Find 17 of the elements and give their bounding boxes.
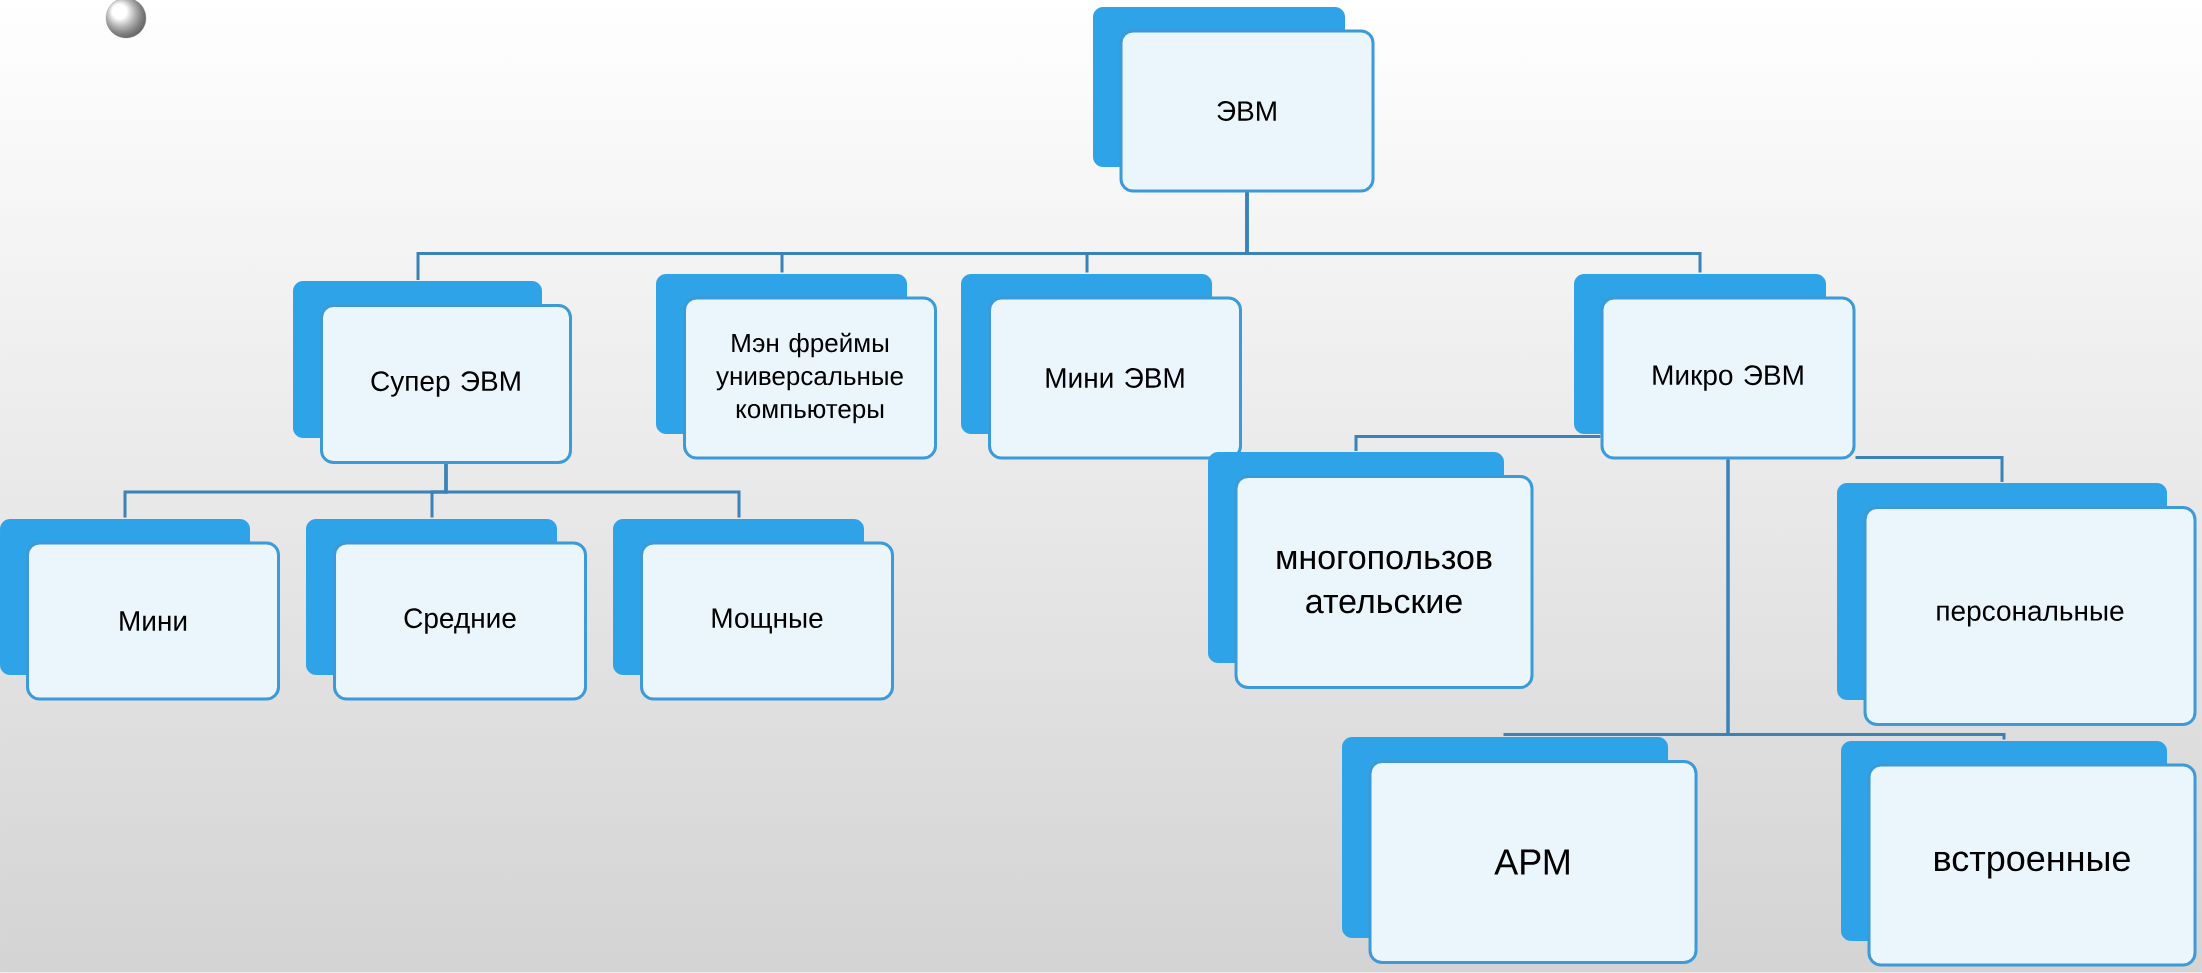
org-box: Мини [0,519,280,701]
org-box: Мэн фреймы универсальные компьютеры [656,274,937,460]
connector [1726,459,2006,740]
org-box: встроенные [1841,741,2197,967]
org-box: Средние [306,519,587,701]
connector [444,464,741,518]
org-box: Мини ЭВМ [961,274,1242,460]
org-box: АРМ [1342,737,1698,964]
connector [1855,456,2004,482]
org-box: Микро ЭВМ [1574,274,1856,460]
connector [1354,435,1601,451]
org-box: персональные [1837,483,2197,726]
org-box: Супер ЭВМ [293,281,572,464]
connector [1245,192,1702,273]
org-box: Мощные [613,519,894,701]
org-box: многопользов ательские [1208,452,1534,689]
org-box: ЭВМ [1093,7,1375,193]
